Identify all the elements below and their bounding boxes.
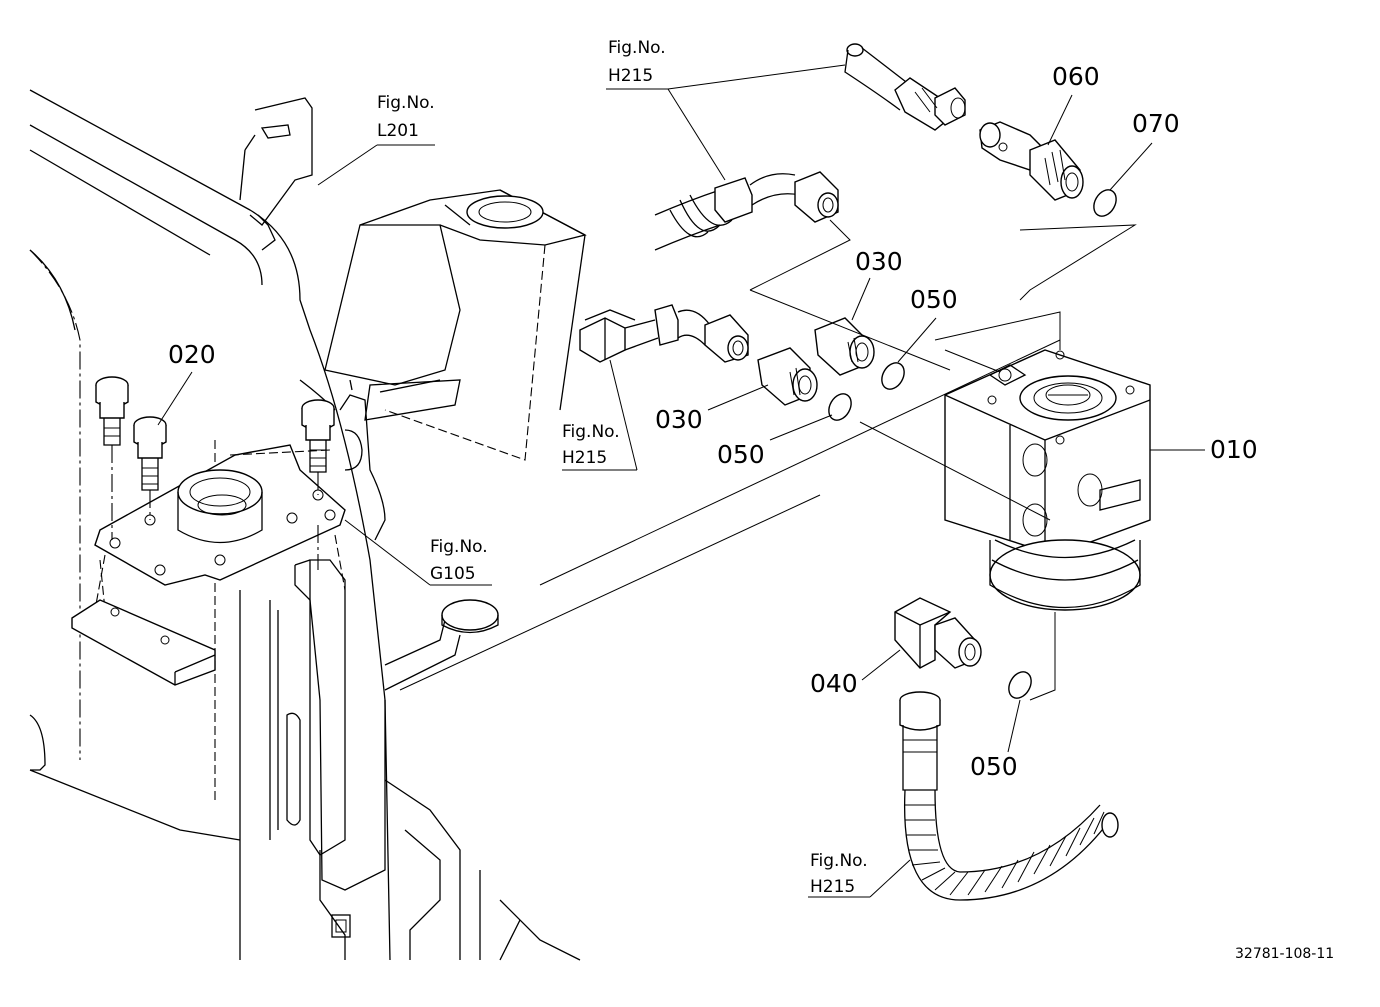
callout-050-lower: 050 — [717, 440, 765, 469]
bolt-020 — [133, 416, 167, 491]
hose-top — [844, 43, 966, 131]
bolt-left — [95, 376, 129, 446]
elbow-fitting-040 — [894, 597, 982, 669]
o-ring-070 — [1093, 189, 1117, 217]
flange-plate — [71, 444, 346, 686]
dashboard-frame-outline — [29, 89, 581, 961]
callout-030-lower: 030 — [655, 405, 703, 434]
o-ring-050-lower — [828, 393, 852, 421]
figure-ref-h215-top-line1: Fig.No. — [608, 38, 666, 58]
figure-ref-h215-top-line2: H215 — [608, 66, 653, 86]
fitting-030-upper — [814, 317, 875, 376]
figure-ref-h215-bottom: Fig.No. H215 — [810, 851, 868, 897]
o-ring-050-upper — [881, 362, 905, 390]
callout-020: 020 — [168, 340, 216, 369]
bolt-right — [301, 399, 335, 473]
pedal-rod — [384, 599, 499, 691]
hose-upper-middle — [654, 171, 839, 251]
callout-040: 040 — [810, 669, 858, 698]
callout-060: 060 — [1052, 62, 1100, 91]
callout-010: 010 — [1210, 435, 1258, 464]
figure-ref-h215-middle-line1: Fig.No. — [562, 422, 620, 442]
figure-ref-g105-line2: G105 — [430, 564, 476, 584]
figure-ref-g105-line1: Fig.No. — [430, 537, 488, 557]
callout-050-upper: 050 — [910, 285, 958, 314]
steering-valve-010 — [944, 349, 1151, 611]
figure-ref-h215-middle-line2: H215 — [562, 448, 607, 468]
document-number: 32781-108-11 — [1235, 946, 1334, 962]
figure-ref-l201-line2: L201 — [377, 121, 419, 141]
figure-ref-l201-line1: Fig.No. — [377, 93, 435, 113]
callout-070: 070 — [1132, 109, 1180, 138]
leader-lines — [157, 64, 1205, 898]
upper-cover-bracket — [239, 97, 587, 461]
figure-ref-h215-middle: Fig.No. H215 — [562, 422, 620, 468]
figure-ref-h215-bottom-line2: H215 — [810, 877, 855, 897]
o-ring-050-bottom — [1008, 671, 1032, 699]
callout-050-bottom: 050 — [970, 752, 1018, 781]
hose-lower-middle — [579, 304, 749, 363]
figure-ref-g105: Fig.No. G105 — [430, 537, 488, 584]
fitting-030-lower — [757, 347, 818, 406]
figure-ref-h215-top: Fig.No. H215 — [608, 38, 666, 86]
figure-ref-h215-bottom-line1: Fig.No. — [810, 851, 868, 871]
callout-030-upper: 030 — [855, 247, 903, 276]
hose-bottom — [899, 691, 1119, 901]
steering-column-strip — [277, 559, 386, 891]
fitting-060 — [979, 121, 1084, 201]
figure-ref-l201: Fig.No. L201 — [377, 93, 435, 141]
